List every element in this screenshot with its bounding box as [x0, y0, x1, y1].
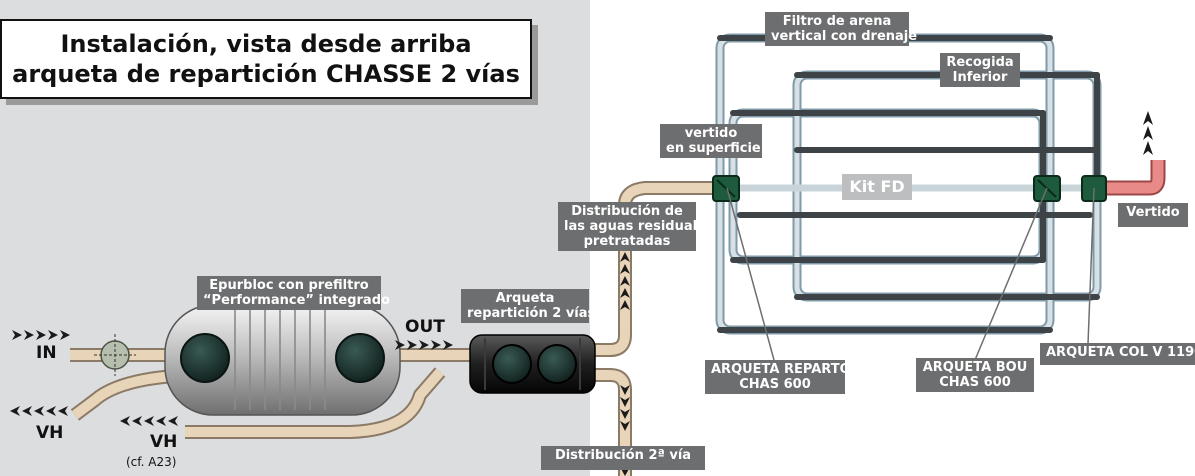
epurbloc-tank — [164, 304, 401, 416]
vertido-label: Vertido — [1118, 203, 1188, 227]
vh-arrows-left-icon — [10, 406, 68, 416]
distribucion-label-line1: Distribución de — [571, 204, 683, 219]
arqueta-reparto-label: ARQUETA REPARTO CHAS 600 — [705, 360, 851, 394]
recogida-label: Recogida Inferior — [940, 53, 1020, 87]
inlet-fitting-icon — [94, 334, 136, 376]
vertido-superficie-label: vertido en superficie — [660, 124, 762, 158]
title-line-1: Instalación, vista desde arriba — [60, 30, 472, 58]
in-label: IN — [36, 343, 57, 363]
arqueta-col-label: ARQUETA COL V 1190 — [1040, 343, 1195, 365]
distribucion-label-line3: pretratadas — [583, 234, 671, 249]
arqueta-bou-label: ARQUETA BOU CHAS 600 — [916, 358, 1034, 392]
arqueta-label-line2: repartición 2 vías — [467, 306, 596, 321]
filtro-arena-line2: vertical con drenaje — [771, 29, 918, 44]
in-arrows-icon — [12, 330, 70, 340]
recogida-line1: Recogida — [946, 55, 1014, 70]
up-arrows-icon — [620, 252, 630, 310]
vh-arrows-right-icon — [120, 416, 178, 426]
kit-fd-label: Kit FD — [842, 174, 912, 200]
arqueta-reparto-line1: ARQUETA REPARTO — [711, 362, 851, 377]
leader-lines — [726, 187, 1095, 361]
epurbloc-label: Epurbloc con prefiltro “Performance” int… — [197, 276, 390, 310]
arqueta-bou-line2: CHAS 600 — [939, 375, 1011, 390]
arqueta-reparticion — [469, 334, 596, 394]
arqueta-label: Arqueta repartición 2 vías — [461, 289, 596, 323]
vh-label-left: VH — [36, 423, 64, 443]
tank-lid-left — [180, 333, 230, 383]
arqueta-bou-line1: ARQUETA BOU — [922, 360, 1028, 375]
filtro-arena-line1: Filtro de arena — [782, 14, 892, 29]
cf-reference: (cf. A23) — [126, 455, 177, 469]
filtro-arena-label: Filtro de arena vertical con drenaje — [765, 12, 918, 46]
distribucion-label-line2: las aguas residuales — [564, 219, 714, 234]
title-line-2: arqueta de repartición CHASSE 2 vías — [12, 60, 520, 88]
flow-arrows — [10, 111, 1153, 476]
tank-lid-right — [335, 333, 385, 383]
out-arrows-icon — [395, 340, 453, 350]
arqueta-reparto-box — [712, 175, 740, 202]
vertido-superficie-line1: vertido — [684, 126, 738, 141]
arqueta-reparto-line2: CHAS 600 — [739, 377, 811, 392]
out-label: OUT — [405, 317, 445, 337]
epurbloc-label-line2: “Performance” integrado — [203, 293, 390, 308]
distribucion-label: Distribución de las aguas residuales pre… — [558, 202, 714, 251]
epurbloc-label-line1: Epurbloc con prefiltro — [209, 278, 369, 293]
distribucion-2-label: Distribución 2ª vía — [541, 446, 705, 470]
vertido-superficie-line2: en superficie — [666, 141, 761, 156]
diagram-title: Instalación, vista desde arriba arqueta … — [0, 19, 532, 99]
recogida-line2: Inferior — [952, 70, 1008, 85]
arqueta-label-line1: Arqueta — [495, 291, 555, 306]
outlet-pipe — [1096, 160, 1166, 196]
outlet-up-arrows-icon — [1143, 111, 1153, 155]
vh-label-right: VH — [150, 432, 178, 452]
